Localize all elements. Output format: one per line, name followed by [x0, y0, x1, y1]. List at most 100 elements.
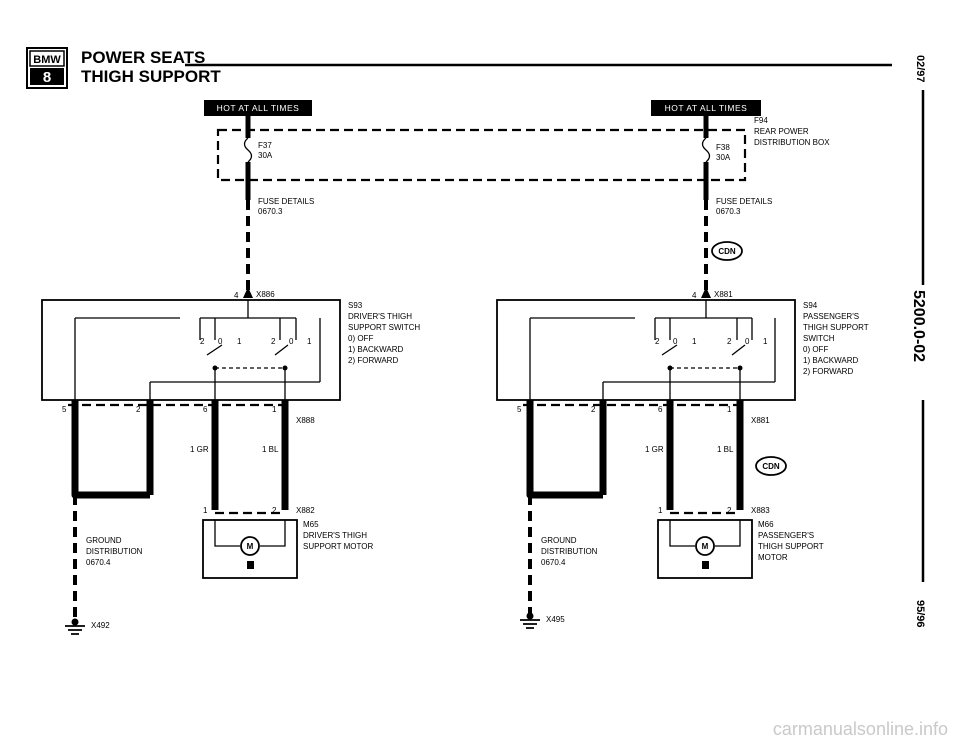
switch-s93-levers [206, 344, 289, 356]
right-circuit: FUSE DETAILS 0670.3 CDN 4 X881 2 0 1 2 0… [496, 197, 869, 629]
motor-m66-id: M66 [758, 520, 774, 529]
left-pin-5: 5 [62, 405, 67, 414]
motor-m65-m: M [247, 542, 254, 551]
right-pin-2: 2 [591, 405, 596, 414]
left-pin-2: 2 [136, 405, 141, 414]
cdn-badge-2 [755, 456, 787, 476]
switch-s94-a-pos0: 0 [673, 337, 678, 346]
switch-s94-pos-off: 0) OFF [803, 345, 828, 354]
switch-s93-internal [74, 317, 321, 400]
right-pin-6: 6 [658, 405, 663, 414]
right-fuse-details-label: FUSE DETAILS [716, 197, 772, 206]
left-wire-bl-label: 1 BL [262, 445, 279, 454]
left-hot-tag-bg [204, 100, 312, 116]
motor-m65-name-2: SUPPORT MOTOR [303, 542, 373, 551]
right-ground-label-2: DISTRIBUTION [541, 547, 598, 556]
motor-m66-pin2: 2 [727, 506, 732, 515]
switch-s93-pos-off: 0) OFF [348, 334, 373, 343]
left-ground-label-1: GROUND [86, 536, 122, 545]
right-hot-tag: HOT AT ALL TIMES [665, 103, 748, 113]
switch-s94-b-pos2: 2 [727, 337, 732, 346]
switch-s93-b-pos2: 2 [271, 337, 276, 346]
switch-s93-housing [41, 299, 341, 401]
motor-m66-symbol [695, 536, 715, 556]
right-ground-ref: 0670.4 [541, 558, 566, 567]
distribution-box-name-1: REAR POWER [754, 127, 809, 136]
series-number: 8 [43, 69, 51, 86]
fuse-f37-symbol [243, 137, 253, 163]
switch-s94-housing [496, 299, 796, 401]
switch-s94-name-3: SWITCH [803, 334, 835, 343]
switch-s94-name-1: PASSENGER'S [803, 312, 859, 321]
right-ground-id: X495 [546, 615, 565, 624]
right-connector-pin: 4 [692, 291, 697, 300]
fuse-f38-id: F38 [716, 143, 730, 152]
bmw-logo-text: BMW [33, 54, 61, 66]
connector-x881-mid-id: X881 [751, 416, 770, 425]
motor-m66-ground-block [702, 561, 709, 569]
watermark: carmanualsonline.info [773, 719, 948, 739]
fuse-box: F37 30A F38 30A F94 REAR POWER DISTRIBUT… [216, 116, 830, 200]
left-ground-splice [71, 491, 79, 499]
model-years: 95/96 [914, 600, 926, 628]
motor-m65-ground-block [247, 561, 254, 569]
motor-m65-id: M65 [303, 520, 319, 529]
switch-s94-name-2: THIGH SUPPORT [803, 323, 869, 332]
distribution-box-outline [216, 128, 747, 182]
switch-s94-a-pos1: 1 [692, 337, 697, 346]
switch-s93-name-1: DRIVER'S THIGH [348, 312, 412, 321]
switch-s94-b-pos1: 1 [763, 337, 768, 346]
left-circuit: FUSE DETAILS 0670.3 4 X886 2 0 1 2 0 1 S… [41, 197, 420, 635]
motor-m66-housing [657, 519, 753, 579]
switch-s94-pos-forward: 2) FORWARD [803, 367, 853, 376]
left-ground-terminal [71, 618, 79, 626]
right-fuse-details-ref: 0670.3 [716, 207, 741, 216]
switch-s94-levers [661, 344, 746, 356]
switch-s94-id: S94 [803, 301, 818, 310]
motor-m65-symbol [240, 536, 260, 556]
motor-m66-name-1: PASSENGER'S [758, 531, 814, 540]
revision-date: 02/97 [914, 55, 926, 83]
side-strip: 02/97 5200.0-02 95/96 [910, 55, 927, 628]
switch-s94-b-pos0: 0 [745, 337, 750, 346]
left-ground-icon [65, 625, 85, 635]
bmw-logo-top [29, 50, 65, 67]
motor-m65-pin2: 2 [272, 506, 277, 515]
switch-s94-contacts [654, 318, 753, 340]
cdn-badge-1-text: CDN [718, 247, 736, 256]
left-ground-label-2: DISTRIBUTION [86, 547, 143, 556]
right-pin-5: 5 [517, 405, 522, 414]
switch-s93-id: S93 [348, 301, 363, 310]
motor-m66-name-3: MOTOR [758, 553, 788, 562]
left-ground-id: X492 [91, 621, 110, 630]
series-badge [30, 68, 64, 85]
left-connector-id: X886 [256, 290, 275, 299]
left-fuse-details-label: FUSE DETAILS [258, 197, 314, 206]
right-ground-icon [520, 619, 540, 629]
switch-s93-bus [200, 300, 296, 319]
left-fuse-details-ref: 0670.3 [258, 207, 283, 216]
left-pin-1: 1 [272, 405, 277, 414]
right-wire-gr-label: 1 GR [645, 445, 664, 454]
page-title: POWER SEATS [81, 48, 205, 67]
switch-s93-name-2: SUPPORT SWITCH [348, 323, 420, 332]
motor-m65-pin1: 1 [203, 506, 208, 515]
motor-m65-leads [214, 520, 286, 547]
left-ground-loop [71, 400, 154, 499]
motor-m66-pin1: 1 [658, 506, 663, 515]
switch-s93-b-pos0: 0 [289, 337, 294, 346]
left-connector-arrow [243, 287, 253, 298]
right-wire-bl-label: 1 BL [717, 445, 734, 454]
distribution-box-name-2: DISTRIBUTION BOX [754, 138, 830, 147]
left-wire-gr-label: 1 GR [190, 445, 209, 454]
page-number: 5200.0-02 [910, 290, 927, 362]
switch-s93-contacts [199, 318, 297, 340]
motor-m65-housing [202, 519, 298, 579]
fuse-f38-symbol [701, 137, 711, 163]
motor-m65-name-1: DRIVER'S THIGH [303, 531, 367, 540]
switch-s93-a-pos0: 0 [218, 337, 223, 346]
right-ground-label-1: GROUND [541, 536, 577, 545]
switch-s93-pos-backward: 1) BACKWARD [348, 345, 403, 354]
